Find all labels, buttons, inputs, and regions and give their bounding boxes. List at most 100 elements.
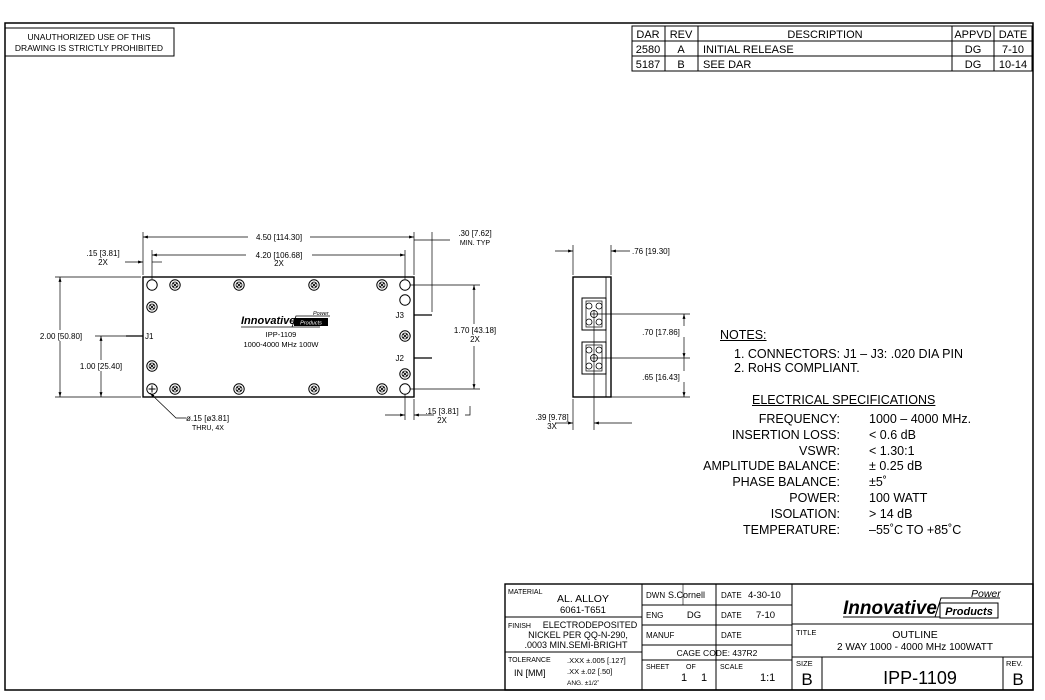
rev-row-2-description: SEE DAR: [703, 59, 751, 71]
rev-header-dar: DAR: [636, 29, 659, 41]
rev-row-2-appvd: DG: [965, 59, 982, 71]
connector-j2-label: J2: [396, 354, 405, 363]
tb-logo-innovative: Innovative: [843, 598, 937, 619]
rev-row-1-date: 7-10: [1002, 44, 1024, 56]
rev-header-appvd: APPVD: [954, 29, 991, 41]
tb-tolerance-label: TOLERANCE: [508, 657, 551, 664]
revision-table: [631, 25, 1033, 72]
front-view: J1 J3 J2 Innovative Power Products IPP-1…: [30, 229, 504, 432]
spec-row: PHASE BALANCE: ±5˚: [690, 475, 971, 491]
warning-line-1: UNAUTHORIZED USE OF THIS: [27, 32, 150, 42]
rev-header-date: DATE: [999, 29, 1028, 41]
spec-value: ± 0.25 dB: [869, 459, 923, 474]
body-logo-products: Products: [300, 321, 322, 327]
rev-row-2-rev: B: [677, 59, 684, 71]
tb-sheet-total: 1: [701, 672, 707, 684]
rev-row-1-dar: 2580: [636, 44, 660, 56]
spec-label: TEMPERATURE:: [743, 522, 840, 537]
tb-date-label-2: DATE: [721, 611, 742, 620]
spec-value: < 0.6 dB: [869, 427, 916, 442]
spec-row: TEMPERATURE: –55˚C TO +85˚C: [690, 523, 971, 539]
notes-title: NOTES:: [720, 328, 767, 342]
tb-date-value-2: 7-10: [756, 610, 775, 621]
tb-sheet-of: OF: [686, 664, 696, 671]
dim-hole: ø.15 [ø3.81]: [186, 414, 229, 423]
body-logo-innovative: Innovative: [241, 315, 295, 327]
tb-date-label-1: DATE: [721, 591, 742, 600]
body-model: IPP-1109: [266, 330, 297, 339]
tb-finish-value: ELECTRODEPOSITED: [543, 620, 638, 630]
tb-rev-value: B: [1012, 670, 1023, 689]
tb-finish-value2: NICKEL PER QQ-N-290,: [528, 630, 628, 640]
tb-dwn-label: DWN: [646, 591, 665, 600]
spec-row: POWER:100 WATT: [690, 491, 971, 507]
tb-sheet-label: SHEET: [646, 664, 670, 671]
tb-eng-label: ENG: [646, 611, 663, 620]
dim-170: 1.70 [43.18]: [454, 326, 496, 335]
dim-420-2x: 2X: [274, 259, 284, 268]
specs-title: ELECTRICAL SPECIFICATIONS: [752, 393, 936, 407]
notes-block: NOTES: 1. CONNECTORS: J1 – J3: .020 DIA …: [720, 328, 963, 375]
rev-row-1-description: INITIAL RELEASE: [703, 44, 794, 56]
spec-row: AMPLITUDE BALANCE:± 0.25 dB: [690, 459, 971, 475]
spec-label: PHASE BALANCE:: [732, 475, 840, 490]
spec-row: FREQUENCY:1000 – 4000 MHz.: [690, 412, 971, 428]
spec-label: VSWR:: [799, 443, 840, 458]
dim-015-bot: .15 [3.81]: [425, 407, 458, 416]
warning-box: [4, 27, 175, 57]
dim-hole-thru: THRU, 4X: [192, 425, 224, 432]
tb-tolerance-unit: IN [MM]: [514, 668, 546, 678]
tb-part-number: IPP-1109: [883, 668, 957, 688]
connector-j1-label: J1: [145, 332, 154, 341]
rev-row-1-appvd: DG: [965, 44, 982, 56]
tb-dwn-value: S.Cornell: [668, 590, 705, 600]
front-body: [142, 276, 415, 398]
tb-size-value: B: [801, 670, 812, 689]
rev-row-1-rev: A: [677, 44, 685, 56]
tb-eng-value: DG: [687, 610, 701, 621]
tb-material-value2: 6061-T651: [560, 605, 606, 616]
spec-value: 100 WATT: [869, 490, 928, 505]
spec-value: ±5˚: [869, 475, 887, 490]
spec-value: > 14 dB: [869, 506, 913, 521]
tb-finish-label: FINISH: [508, 623, 531, 630]
note-1: 1. CONNECTORS: J1 – J3: .020 DIA PIN: [734, 347, 964, 361]
tb-scale-value: 1:1: [760, 672, 775, 684]
tb-cage-code: CAGE CODE: 437R2: [677, 648, 758, 658]
tb-title-label: TITLE: [796, 628, 816, 637]
note-2: 2. RoHS COMPLIANT.: [734, 361, 860, 375]
tb-size-label: SIZE: [796, 659, 813, 668]
dim-450: 4.50 [114.30]: [256, 233, 302, 242]
tb-rev-label: REV.: [1006, 659, 1023, 668]
tb-scale-label: SCALE: [720, 664, 743, 671]
connector-j3-label: J3: [396, 311, 405, 320]
spec-label: ISOLATION:: [770, 506, 840, 521]
dim-200: 2.00 [50.80]: [40, 332, 82, 341]
warning-line-2: DRAWING IS STRICTLY PROHIBITED: [15, 43, 163, 53]
tb-tol-ang: ANG. ±1/2˚: [567, 679, 599, 687]
rev-row-2-dar: 5187: [636, 59, 660, 71]
tb-title-value: OUTLINE: [892, 629, 938, 641]
rev-header-description: DESCRIPTION: [787, 29, 862, 41]
dim-420: 4.20 [106.68]: [256, 251, 303, 260]
spec-value: 1000 – 4000 MHz.: [869, 412, 972, 426]
dim-030: .30 [7.62]: [458, 229, 491, 238]
dim-015-top-2x: 2X: [98, 258, 108, 267]
dim-030-min-typ: MIN. TYP: [460, 240, 491, 247]
tb-sheet-num: 1: [681, 672, 687, 684]
specs-table: FREQUENCY:1000 – 4000 MHz.INSERTION LOSS…: [690, 412, 971, 538]
dim-015-bot-2x: 2X: [437, 416, 447, 425]
tb-tol-xxx: .XXX ±.005 [.127]: [567, 656, 626, 665]
rev-header-rev: REV: [670, 29, 693, 41]
rev-row-2-date: 10-14: [999, 59, 1027, 71]
dim-039: .39 [9.78]: [535, 413, 568, 422]
spec-row: INSERTION LOSS:< 0.6 dB: [690, 428, 971, 444]
dim-070: .70 [17.86]: [642, 328, 680, 337]
title-block: [504, 583, 1034, 691]
tb-date-label-3: DATE: [721, 631, 742, 640]
tb-tol-xx: .XX ±.02 [.50]: [567, 667, 612, 676]
spec-value: –55˚C TO +85˚C: [869, 522, 962, 537]
side-view: .76 [19.30] .70 [17.86] .65 [16.43] .39 …: [535, 245, 690, 431]
dim-065: .65 [16.43]: [642, 373, 680, 382]
